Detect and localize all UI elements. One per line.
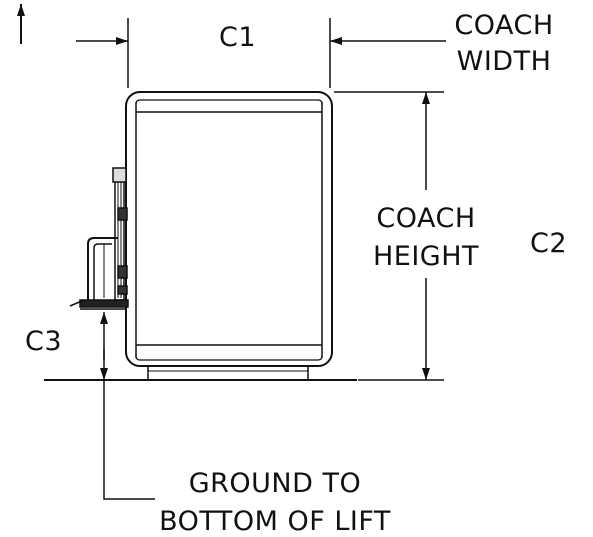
coach-width-label-line1: COACH (454, 10, 554, 41)
coach-height-label-line2: HEIGHT (372, 241, 480, 272)
c1-label: C1 (219, 22, 257, 53)
ground-to-lift-label-line1: GROUND TO (188, 468, 362, 499)
lift-leader-line (103, 380, 155, 500)
wheelchair-lift (69, 167, 129, 310)
coach-width-label-line2: WIDTH (456, 46, 552, 77)
coach-body (125, 91, 333, 380)
coach-height-label-line1: COACH (376, 203, 476, 234)
c2-label: C2 (530, 228, 568, 259)
ground-to-lift-label-line2: BOTTOM OF LIFT (159, 506, 391, 537)
c3-label: C3 (25, 326, 63, 357)
